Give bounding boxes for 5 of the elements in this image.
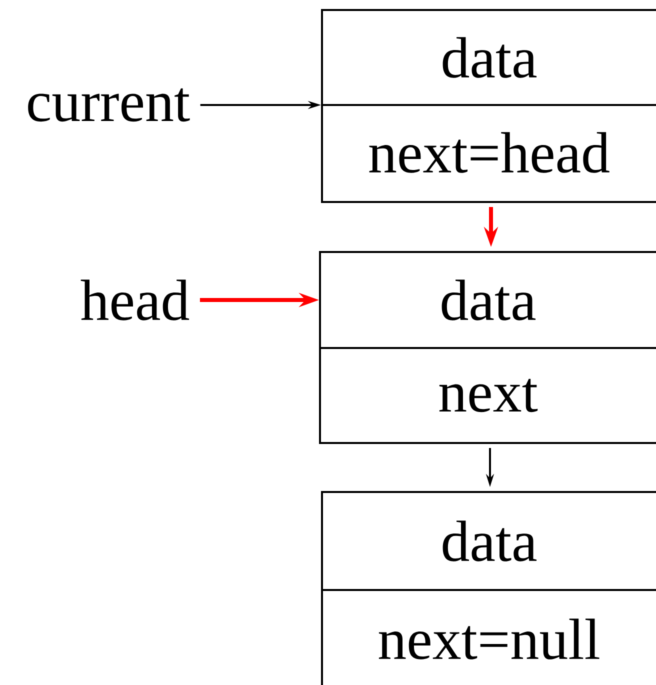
pointer-label: head [80, 280, 190, 320]
pointer-label: current [28, 88, 190, 122]
list-node-box: data next [319, 251, 656, 444]
list-node-box: data next=head [321, 9, 656, 203]
list-node-box: data next=null [321, 491, 656, 685]
